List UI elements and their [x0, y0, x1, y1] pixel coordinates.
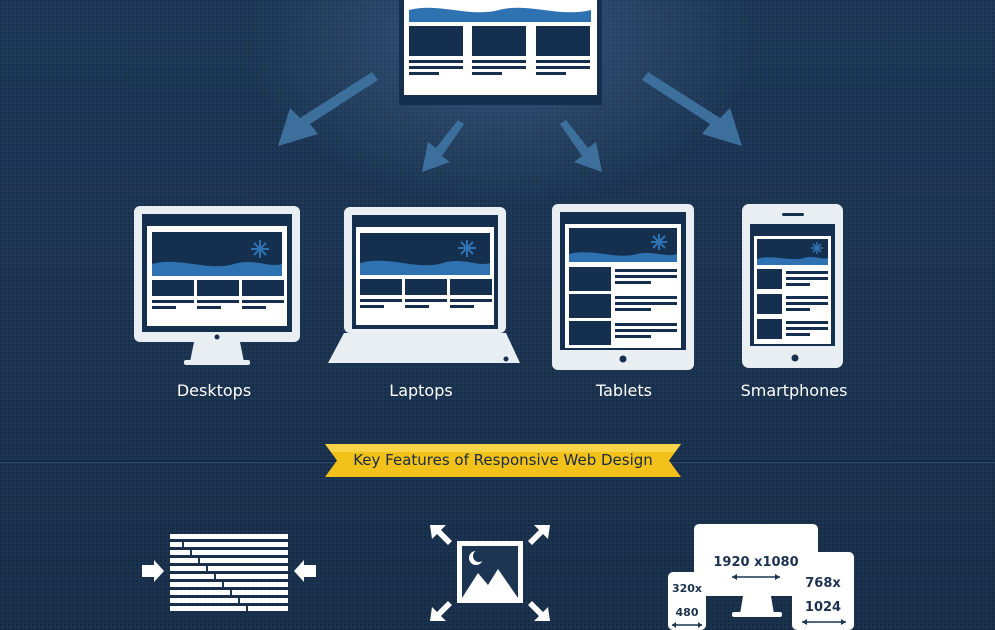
banner-title: Key Features of Responsive Web Design: [353, 451, 653, 469]
sun-icon: [811, 242, 823, 254]
expand-arrows-icon: [430, 525, 550, 621]
arrow-icon: [422, 120, 464, 172]
label-smartphones: Smartphones: [740, 381, 848, 400]
resolution-large: 1920 x1080: [713, 555, 798, 570]
resolution-small-top: 320x: [672, 582, 702, 595]
label-desktops: Desktops: [176, 381, 252, 400]
fluid-grid-icon: [142, 534, 316, 611]
resolution-small-bottom: 480: [676, 606, 699, 619]
laptop-device: [328, 207, 520, 363]
mountain-icon: [462, 569, 518, 598]
arrow-icon: [560, 120, 602, 172]
moon-icon: [469, 550, 485, 565]
arrow-icon: [642, 72, 742, 146]
tablet-device: [552, 204, 694, 370]
source-website-screen: [399, 0, 602, 105]
desktop-device: [134, 206, 300, 365]
banner-ribbon: [325, 444, 681, 477]
label-laptops: Laptops: [389, 381, 453, 400]
resolution-medium-top: 768x: [805, 576, 841, 591]
resolution-medium-bottom: 1024: [805, 600, 841, 615]
label-tablets: Tablets: [596, 381, 652, 400]
arrow-icon: [278, 72, 378, 146]
resolutions-illustration: 1920 x1080 768x 1024 320x 480: [668, 524, 854, 630]
smartphone-device: [742, 204, 843, 368]
